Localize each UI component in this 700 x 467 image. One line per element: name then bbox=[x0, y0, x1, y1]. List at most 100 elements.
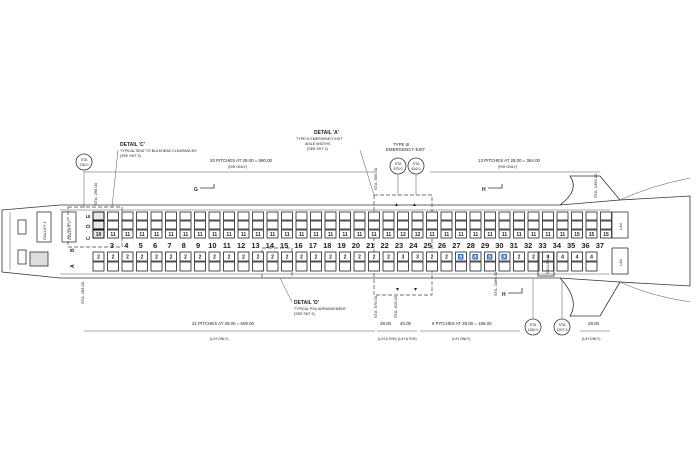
row-number-32: 32 bbox=[524, 241, 532, 250]
seat-left-17-1 bbox=[324, 261, 337, 272]
row-number-24: 24 bbox=[409, 241, 418, 250]
seat-right-12-1 bbox=[252, 220, 264, 230]
station-markers: STA 236.0 STA 575.0 STA 616.0 STA 1150.0… bbox=[75, 153, 571, 336]
seat-left-32-1 bbox=[542, 261, 554, 272]
seat-left-14-0-label: 2 bbox=[286, 254, 289, 260]
seat-left-2-0 bbox=[107, 251, 119, 262]
exit-arrow-1: ▲ bbox=[394, 202, 399, 208]
seat-right-30-2 bbox=[513, 229, 525, 239]
seat-right-12-2 bbox=[252, 229, 264, 239]
detail-d-title: DETAIL 'D' bbox=[294, 300, 319, 306]
seat-left-10-0 bbox=[223, 251, 235, 262]
seat-left-7-0 bbox=[179, 251, 192, 262]
seat-left-23-0-label: 3 bbox=[416, 254, 419, 260]
seat-right-18-2-label: 11 bbox=[342, 232, 348, 238]
seat-left-35-0 bbox=[585, 251, 598, 262]
door-g-label: G bbox=[194, 187, 198, 193]
row-number-20: 20 bbox=[352, 241, 360, 250]
fuselage-outline bbox=[1, 175, 691, 317]
seat-right-28-0 bbox=[484, 211, 496, 221]
seat-right-7-2 bbox=[179, 229, 192, 239]
seat-right-9-1 bbox=[208, 220, 221, 230]
seat-left-24-0 bbox=[426, 251, 438, 262]
seat-left-34-1 bbox=[571, 261, 583, 272]
seat-right-36-2-label: 15 bbox=[603, 232, 609, 238]
seat-left-8-0 bbox=[194, 251, 206, 262]
pitch-bottom-right: 6 PITCHES AT 28.00 = 168.00 bbox=[432, 321, 492, 326]
seat-right-22-2 bbox=[397, 229, 409, 239]
seat-left-18-1 bbox=[339, 261, 351, 272]
station-1150: STA 1150.0 bbox=[524, 279, 542, 336]
seat-right-19-2-label: 11 bbox=[357, 232, 363, 238]
seat-right-14-2 bbox=[281, 229, 293, 239]
seat-right-33-1 bbox=[556, 220, 569, 230]
seat-right-2-1 bbox=[107, 220, 119, 230]
seat-right-18-0 bbox=[339, 211, 351, 221]
seat-right-17-2-label: 11 bbox=[328, 232, 334, 238]
seat-right-1-1 bbox=[92, 220, 105, 230]
door-h-top-label: H bbox=[482, 187, 486, 193]
seat-right-29-2 bbox=[498, 229, 511, 239]
seat-right-16-1 bbox=[310, 220, 322, 230]
seat-left-3-0 bbox=[121, 251, 134, 262]
seat-right-24-2 bbox=[426, 229, 438, 239]
seat-right-5-2 bbox=[150, 229, 163, 239]
seat-right-10-0 bbox=[223, 211, 235, 221]
seat-left-14-0 bbox=[281, 251, 293, 262]
seat-left-25-1 bbox=[440, 261, 453, 272]
seat-right-17-2 bbox=[324, 229, 337, 239]
seat-right-16-0 bbox=[310, 211, 322, 221]
seat-right-34-2 bbox=[571, 229, 583, 239]
row-number-26: 26 bbox=[438, 241, 446, 250]
seat-right-34-2-label: 15 bbox=[574, 232, 580, 238]
seat-right-7-1 bbox=[179, 220, 192, 230]
row-number-36: 36 bbox=[581, 241, 589, 250]
seat-right-23-2 bbox=[411, 229, 424, 239]
seat-right-19-0 bbox=[353, 211, 366, 221]
seat-left-31-0-label: 2 bbox=[532, 254, 535, 260]
seat-left-25-0 bbox=[440, 251, 453, 262]
row-number-8: 8 bbox=[182, 241, 186, 250]
seat-right-11-2-label: 11 bbox=[241, 232, 247, 238]
seat-right-25-2-label: 11 bbox=[444, 232, 450, 238]
seat-right-23-1 bbox=[411, 220, 424, 230]
row-number-13: 13 bbox=[251, 241, 259, 250]
seat-left-15-0 bbox=[295, 251, 308, 262]
seat-right-20-2-label: 11 bbox=[371, 232, 377, 238]
seat-left-5-1 bbox=[150, 261, 163, 272]
seat-right-25-1 bbox=[440, 220, 453, 230]
seat-left-35-0-label: 4 bbox=[590, 254, 593, 260]
seat-left-19-1 bbox=[353, 261, 366, 272]
seat-right-36-1 bbox=[600, 220, 612, 230]
seat-right-5-2-label: 11 bbox=[154, 232, 160, 238]
door-h-bottom-label: H bbox=[502, 292, 506, 298]
seat-left-4-1 bbox=[136, 261, 148, 272]
seat-right-34-0 bbox=[571, 211, 583, 221]
svg-text:D: D bbox=[86, 224, 92, 228]
row-number-16: 16 bbox=[294, 241, 302, 250]
seat-right-31-1 bbox=[527, 220, 540, 230]
seat-right-31-2 bbox=[527, 229, 540, 239]
door-labels: G H H bbox=[194, 184, 523, 298]
seat-left-13-0 bbox=[266, 251, 279, 262]
seat-left-26-0 bbox=[455, 251, 467, 262]
seat-right-17-1 bbox=[324, 220, 337, 230]
pitch-bottom-right-note: (L/H ONLY) bbox=[452, 337, 471, 341]
seat-right-11-1 bbox=[237, 220, 250, 230]
seat-right-36-0 bbox=[600, 211, 612, 221]
seat-right-12-0 bbox=[252, 211, 264, 221]
seat-left-13-0-label: 2 bbox=[271, 254, 274, 260]
seat-right-35-0 bbox=[585, 211, 598, 221]
svg-text:1150.0: 1150.0 bbox=[528, 328, 539, 332]
seat-left-33-1 bbox=[556, 261, 569, 272]
seat-right-16-2 bbox=[310, 229, 322, 239]
svg-text:STA. 1066.00: STA. 1066.00 bbox=[493, 271, 498, 296]
seat-right-26-2 bbox=[455, 229, 467, 239]
seat-right-14-2-label: 11 bbox=[284, 232, 290, 238]
seat-right-21-1 bbox=[382, 220, 395, 230]
seat-right-27-2-label: 11 bbox=[473, 232, 479, 238]
svg-text:STA: STA bbox=[530, 323, 537, 327]
seat-right-24-2-label: 11 bbox=[429, 232, 435, 238]
seat-right-6-2 bbox=[165, 229, 177, 239]
